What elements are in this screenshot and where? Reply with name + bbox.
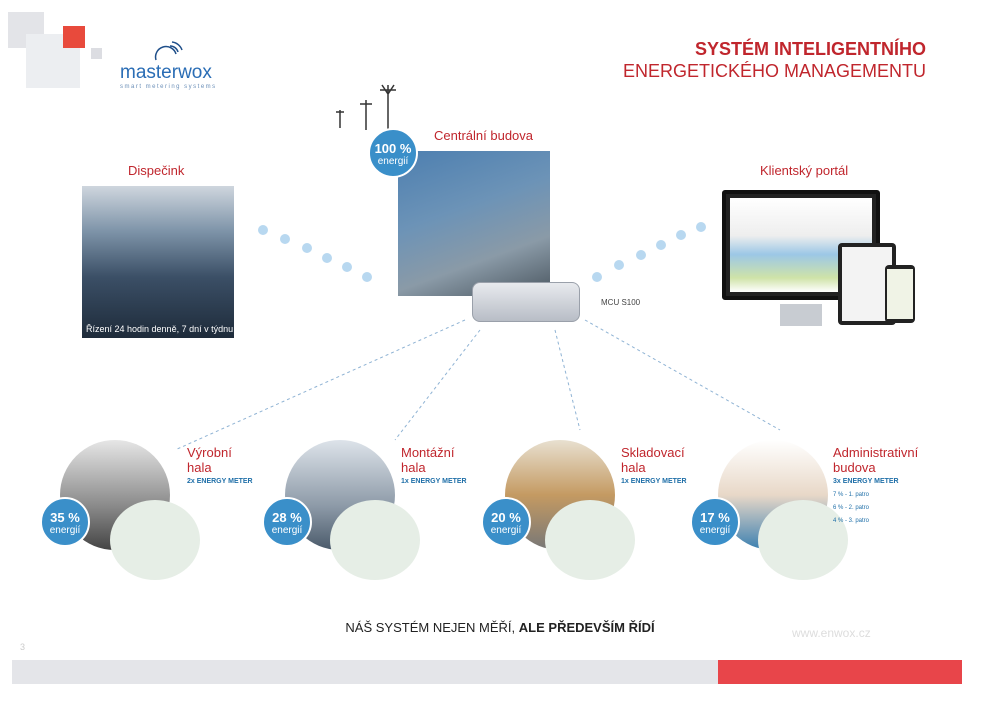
meter-count: 2x ENERGY METER (187, 478, 253, 485)
connection-dot (258, 225, 268, 235)
connection-dot (280, 234, 290, 244)
meter-count: 1x ENERGY METER (621, 478, 687, 485)
central-label: Centrální budova (434, 128, 534, 143)
connection-dot (322, 253, 332, 263)
connection-dot (696, 222, 706, 232)
portal-label: Klientský portál (760, 163, 849, 178)
website: www.enwox.cz (792, 626, 871, 640)
meter-photo (758, 500, 848, 580)
connection-dot (342, 262, 352, 272)
page-number: 3 (20, 642, 26, 652)
deco-square-red (63, 26, 85, 48)
mcu-device (472, 282, 580, 322)
meter-photo (110, 500, 200, 580)
logo-name: masterwox (120, 62, 212, 83)
connection-dot (656, 240, 666, 250)
dispecink-photo: Řízení 24 hodin denně, 7 dní v týdnu (82, 186, 234, 338)
logo-tagline: smart metering systems (120, 84, 217, 90)
energy-badge: 17 %energií (690, 497, 740, 547)
central-photo (398, 151, 550, 296)
meter-count: 3x ENERGY METER (833, 478, 899, 485)
energy-badge: 20 %energií (481, 497, 531, 547)
central-energy-badge: 100 %energií (368, 128, 418, 178)
connection-dot (614, 260, 624, 270)
dispecink-label: Dispečink (128, 163, 185, 178)
connection-dot (592, 272, 602, 282)
deco-square (91, 48, 102, 59)
connection-dot (362, 272, 372, 282)
connection-dot (302, 243, 312, 253)
meter-count: 1x ENERGY METER (401, 478, 467, 485)
footer-bar-red (718, 660, 962, 684)
monitor-stand (780, 304, 822, 326)
slogan: NÁŠ SYSTÉM NEJEN MĚŘÍ, ALE PŘEDEVŠÍM ŘÍD… (345, 620, 655, 635)
page-title: SYSTÉM INTELIGENTNÍHO ENERGETICKÉHO MANA… (622, 39, 926, 81)
footer-bar (12, 660, 718, 684)
signal-icon (154, 41, 183, 61)
floor-list: 7 % - 1. patro 6 % - 2. patro 4 % - 3. p… (833, 492, 870, 524)
connection-dot (676, 230, 686, 240)
portal-phone (885, 265, 915, 323)
energy-badge: 28 %energií (262, 497, 312, 547)
antenna-icon (336, 84, 396, 135)
meter-photo (330, 500, 420, 580)
energy-badge: 35 %energií (40, 497, 90, 547)
meter-photo (545, 500, 635, 580)
mcu-label: MCU S100 (601, 298, 641, 307)
connection-dot (636, 250, 646, 260)
